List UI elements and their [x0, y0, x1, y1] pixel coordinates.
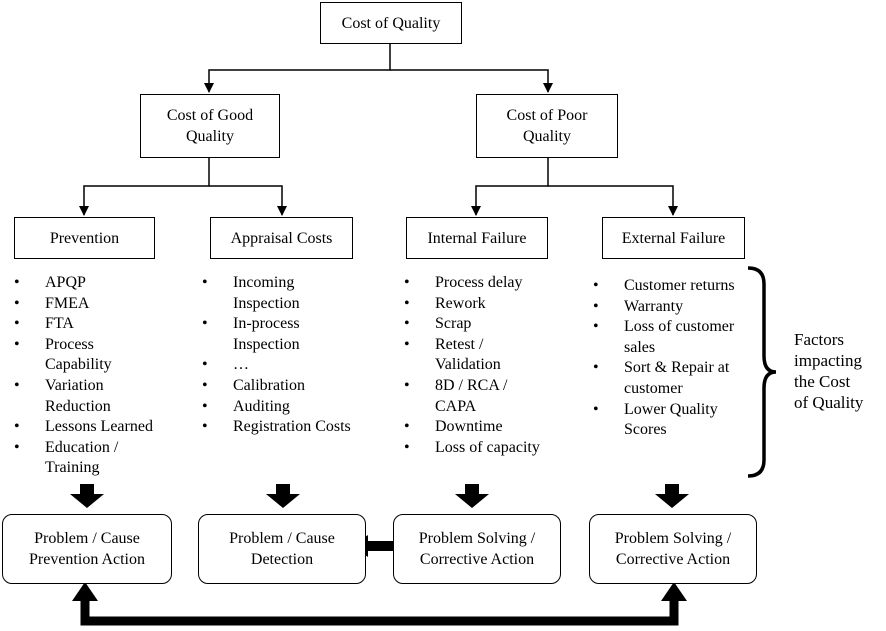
feedback-loop — [80, 598, 679, 626]
connector-poor-external — [548, 185, 678, 216]
list-item: APQP — [14, 273, 199, 294]
cost-of-quality-box: Cost of Quality — [320, 2, 462, 44]
list-item: Customer returns — [593, 276, 753, 297]
corrective-action-box-external: Problem Solving / Corrective Action — [589, 514, 757, 584]
down-arrow-appraisal — [266, 484, 300, 508]
list-item: Downtime — [404, 417, 594, 438]
loop-arrowhead-left — [72, 582, 98, 601]
external-failure-list: Customer returns Warranty Loss of custom… — [593, 276, 753, 441]
list-item: … — [202, 355, 402, 376]
list-item: 8D / RCA / CAPA — [404, 376, 594, 417]
list-item: Calibration — [202, 376, 402, 397]
down-arrow-external — [655, 484, 689, 508]
cost-of-good-quality-box: Cost of Good Quality — [140, 94, 280, 158]
list-item: Scrap — [404, 314, 594, 335]
down-arrow-internal — [455, 484, 489, 508]
internal-failure-list: Process delay Rework Scrap Retest / Vali… — [404, 273, 594, 458]
list-item: Process Capability — [14, 335, 199, 376]
list-item: Auditing — [202, 397, 402, 418]
bracket-icon — [747, 266, 777, 478]
cost-of-quality-label: Cost of Quality — [341, 14, 441, 32]
prevention-label: Prevention — [49, 229, 120, 247]
corrective-action-label-external: Problem Solving / Corrective Action — [614, 530, 732, 568]
loop-arrowhead-right — [661, 582, 687, 601]
detection-box: Problem / Cause Detection — [198, 514, 366, 584]
list-item: Process delay — [404, 273, 594, 294]
connector-good-prevention — [79, 158, 210, 216]
corrective-action-label-internal: Problem Solving / Corrective Action — [418, 530, 536, 568]
list-item: Incoming Inspection — [202, 273, 402, 314]
list-item: Education / Training — [14, 438, 199, 479]
connector-poor-internal — [471, 158, 549, 216]
appraisal-list: Incoming Inspection In-process Inspectio… — [202, 273, 402, 438]
corrective-action-box-internal: Problem Solving / Corrective Action — [393, 514, 561, 584]
appraisal-costs-label: Appraisal Costs — [230, 229, 333, 247]
prevention-action-label: Problem / Cause Prevention Action — [29, 530, 145, 568]
connector-good-appraisal — [209, 185, 287, 216]
prevention-list: APQP FMEA FTA Process Capability Variati… — [14, 273, 199, 479]
cost-of-poor-quality-label: Cost of Poor Quality — [506, 107, 588, 145]
prevention-box: Prevention — [14, 217, 155, 259]
list-item: Warranty — [593, 297, 753, 318]
cost-of-good-quality-label: Cost of Good Quality — [166, 107, 254, 145]
list-item: Registration Costs — [202, 417, 402, 438]
connector-top-poor — [390, 69, 553, 93]
list-item: In-process Inspection — [202, 314, 402, 355]
list-item: Loss of capacity — [404, 438, 594, 459]
internal-failure-label: Internal Failure — [427, 229, 527, 247]
down-arrow-prevention — [70, 484, 104, 508]
list-item: Rework — [404, 294, 594, 315]
list-item: Lower Quality Scores — [593, 400, 753, 441]
connector-top-good — [204, 44, 391, 93]
list-item: FTA — [14, 314, 199, 335]
list-item: FMEA — [14, 294, 199, 315]
cost-of-poor-quality-box: Cost of Poor Quality — [476, 94, 618, 158]
appraisal-costs-box: Appraisal Costs — [210, 217, 353, 259]
list-item: Loss of customer sales — [593, 317, 753, 358]
prevention-action-box: Problem / Cause Prevention Action — [2, 514, 172, 584]
detection-label: Problem / Cause Detection — [229, 530, 335, 568]
list-item: Sort & Repair at customer — [593, 358, 753, 399]
external-failure-label: External Failure — [621, 229, 726, 247]
list-item: Retest / Validation — [404, 335, 594, 376]
factors-label: Factors impacting the Cost of Quality — [794, 330, 864, 412]
external-failure-box: External Failure — [602, 217, 745, 259]
list-item: Lessons Learned — [14, 417, 199, 438]
list-item: Variation Reduction — [14, 376, 199, 417]
internal-failure-box: Internal Failure — [406, 217, 548, 259]
